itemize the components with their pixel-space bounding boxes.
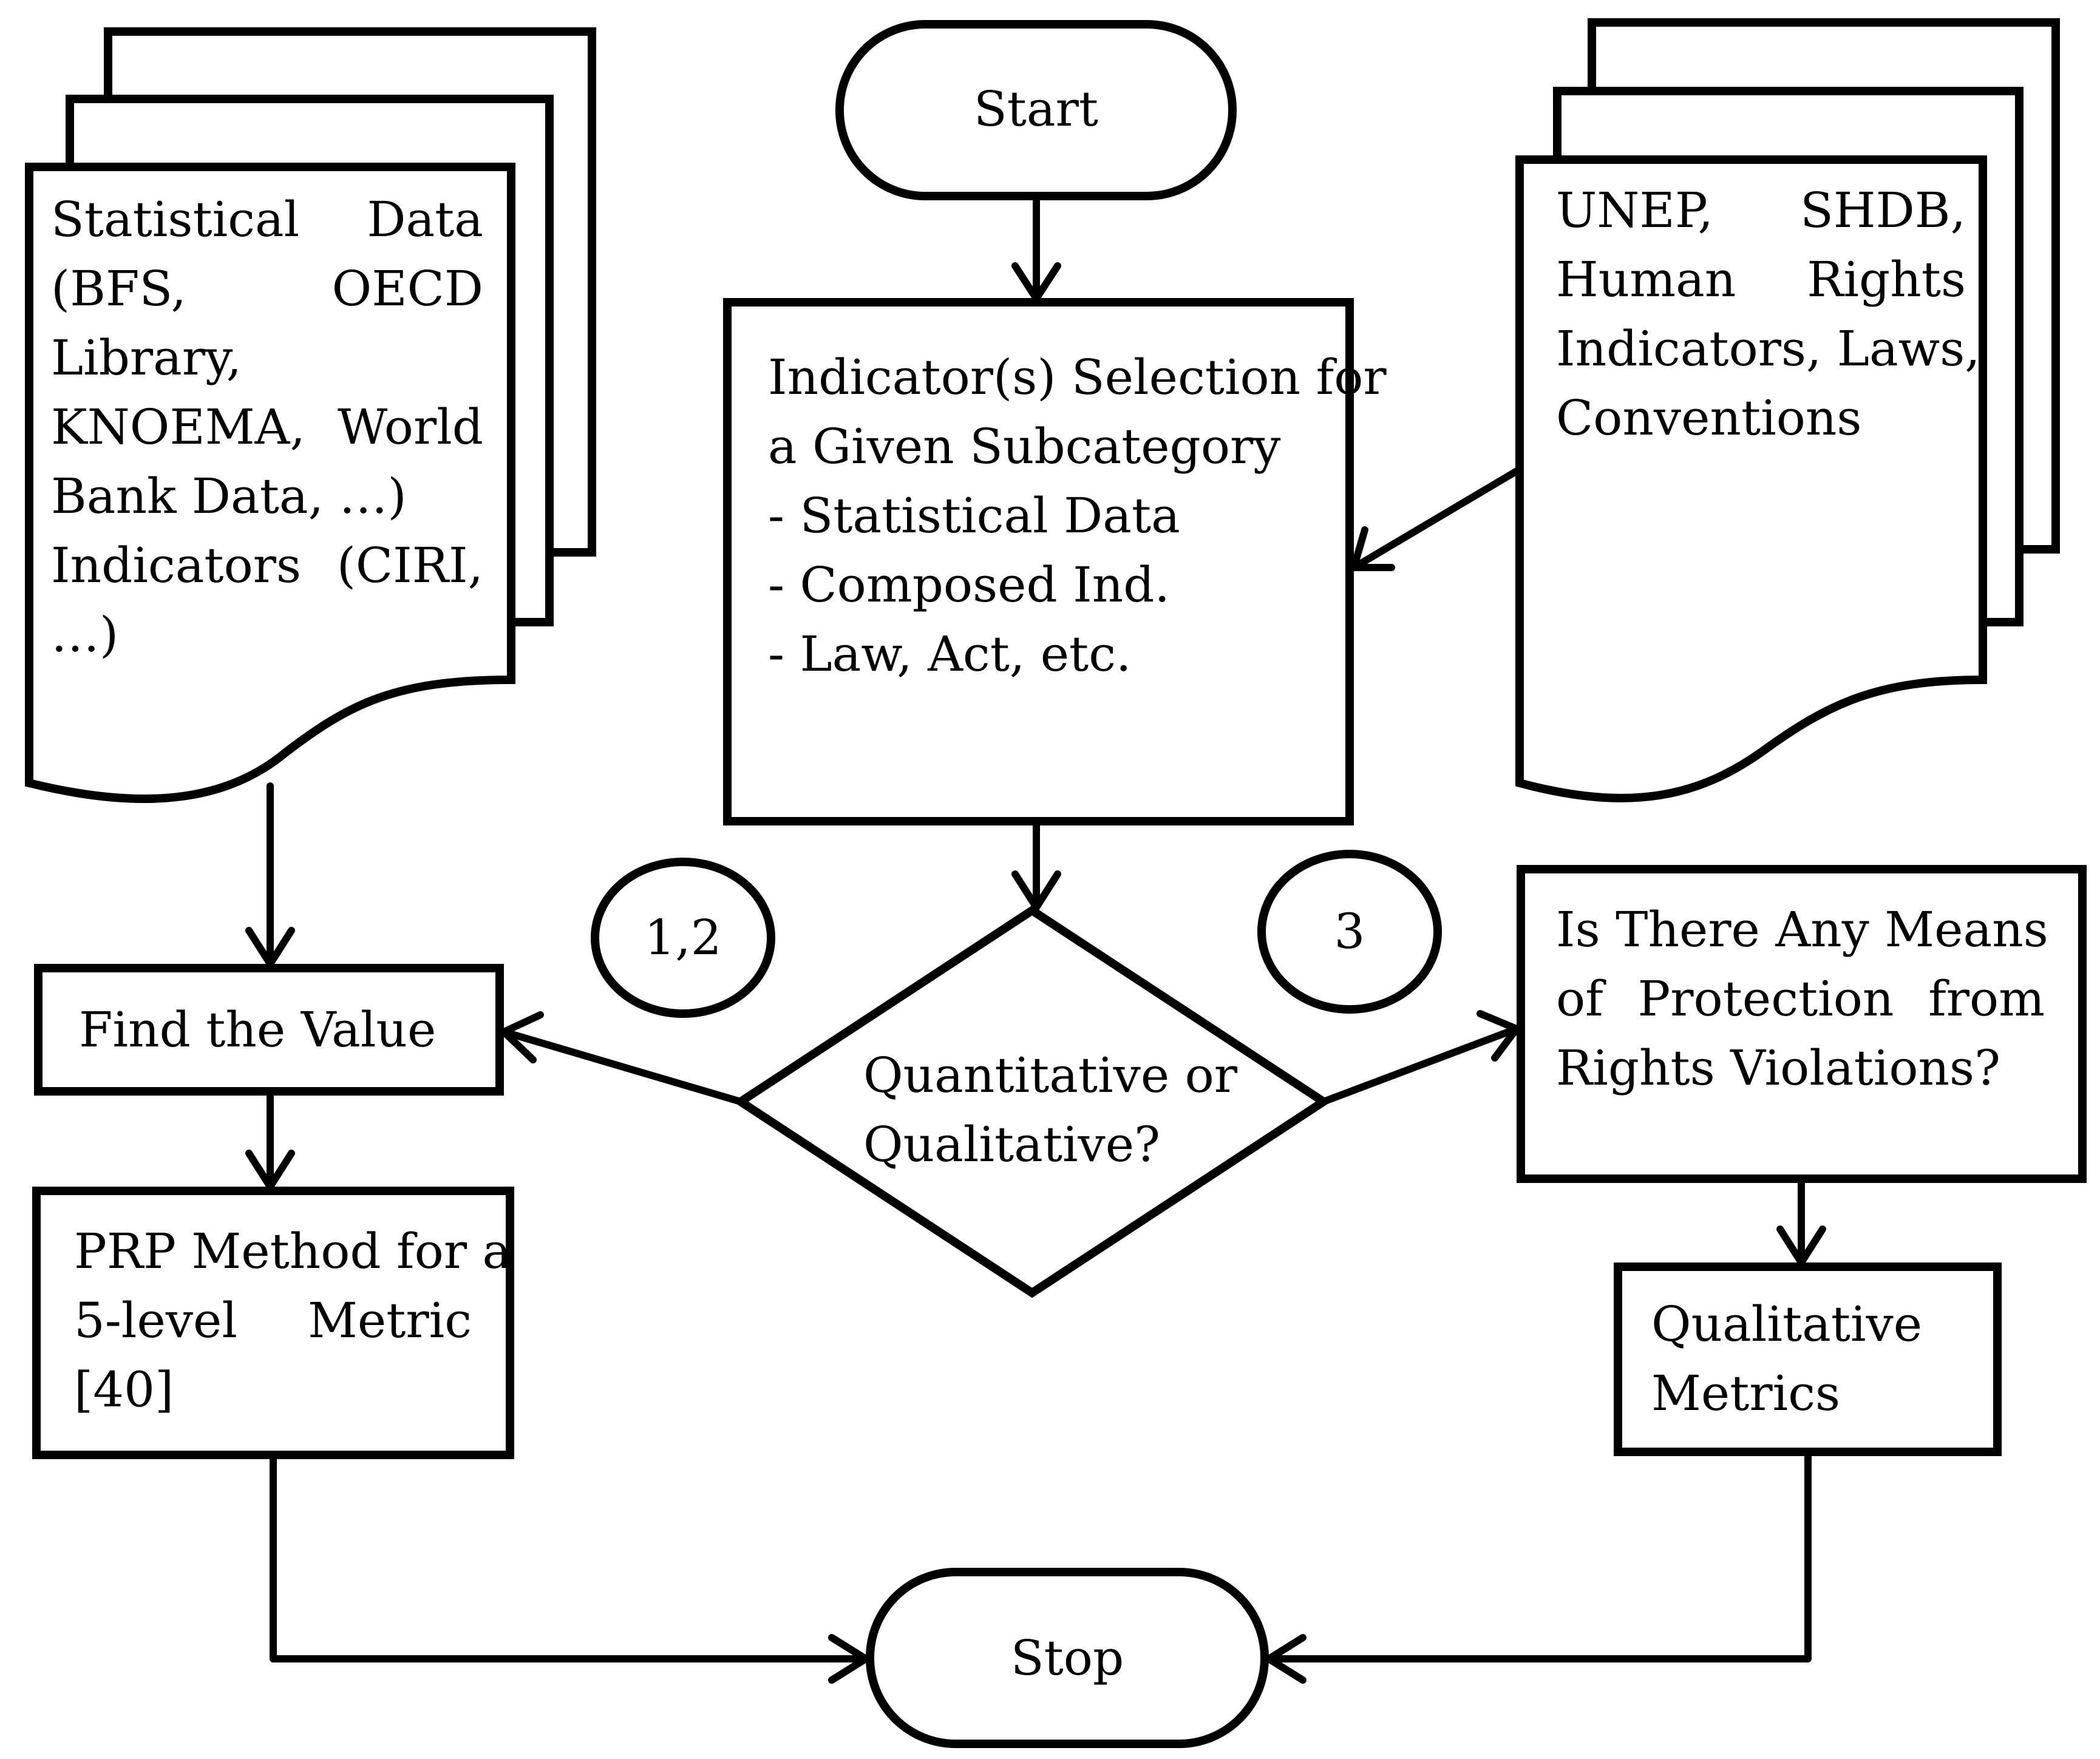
right-document-line: Indicators, Laws, (1556, 320, 1980, 377)
right-document-line: UNEP, SHDB, (1556, 182, 1966, 239)
prp-line: PRP Method for a (74, 1223, 512, 1279)
prp-line: 5-level Metric (74, 1292, 472, 1349)
decision-line: Quantitative or (863, 1047, 1238, 1103)
qualitative-line: Metrics (1651, 1365, 1841, 1422)
decision-diamond (733, 905, 1331, 1298)
left-document-line: Statistical Data (51, 191, 483, 248)
flow-arrows (245, 192, 1826, 1684)
right-document-front (1515, 155, 1987, 802)
connector-left (591, 858, 775, 1018)
left-document-line: …) (51, 606, 119, 663)
selection-line: - Law, Act, etc. (768, 626, 1132, 682)
start-label: Start (973, 81, 1099, 137)
prp-method-text: PRP Method for a 5-level Metric [40] (74, 1217, 512, 1425)
left-document-line: Bank Data, …) (51, 468, 407, 524)
decision-text: Quantitative or Qualitative? (863, 1041, 1238, 1179)
protection-line: Is There Any Means (1556, 901, 2048, 958)
right-document-text: UNEP, SHDB, Human Rights Indicators, Law… (1556, 176, 1980, 453)
left-document-line: KNOEMA, World (51, 399, 483, 455)
decision-line: Qualitative? (863, 1116, 1160, 1173)
prp-method-box (32, 1187, 514, 1459)
indicator-selection-box (723, 298, 1354, 825)
left-document-stack (25, 27, 596, 803)
left-document-line: Library, (51, 330, 242, 386)
find-value-text: Find the Value (79, 995, 474, 1065)
protection-question-text: Is There Any Means of Protection from Ri… (1556, 895, 2048, 1103)
indicator-selection-text: Indicator(s) Selection for a Given Subca… (768, 343, 1387, 689)
qualitative-line: Qualitative (1651, 1296, 1923, 1352)
stop-label: Stop (1010, 1630, 1124, 1686)
selection-line: Indicator(s) Selection for (768, 349, 1387, 405)
protection-line: Rights Violations? (1556, 1040, 2000, 1096)
prp-line: [40] (74, 1361, 174, 1418)
right-document-line: Human Rights (1556, 251, 1966, 308)
right-document-line: Conventions (1556, 390, 1862, 446)
find-value-box (34, 964, 504, 1096)
left-document-line: Indicators (CIRI, (51, 537, 483, 594)
left-document-line: (BFS, OECD (51, 260, 483, 317)
left-document-front (25, 163, 515, 803)
find-value-label: Find the Value (79, 1002, 437, 1058)
protection-line: of Protection from (1556, 971, 2045, 1027)
stop-terminal (866, 1568, 1269, 1748)
selection-line: - Statistical Data (768, 487, 1180, 544)
selection-line: - Composed Ind. (768, 557, 1170, 613)
connector-left-label: 1,2 (644, 909, 722, 966)
connector-right-label: 3 (1334, 903, 1365, 960)
qualitative-metrics-text: Qualitative Metrics (1651, 1290, 1979, 1428)
connector-right (1257, 850, 1442, 1014)
qualitative-metrics-box (1614, 1262, 2002, 1456)
left-document-text: Statistical Data (BFS, OECD Library, KNO… (51, 185, 483, 669)
right-document-stack (1515, 18, 2060, 802)
selection-line: a Given Subcategory (768, 418, 1281, 475)
